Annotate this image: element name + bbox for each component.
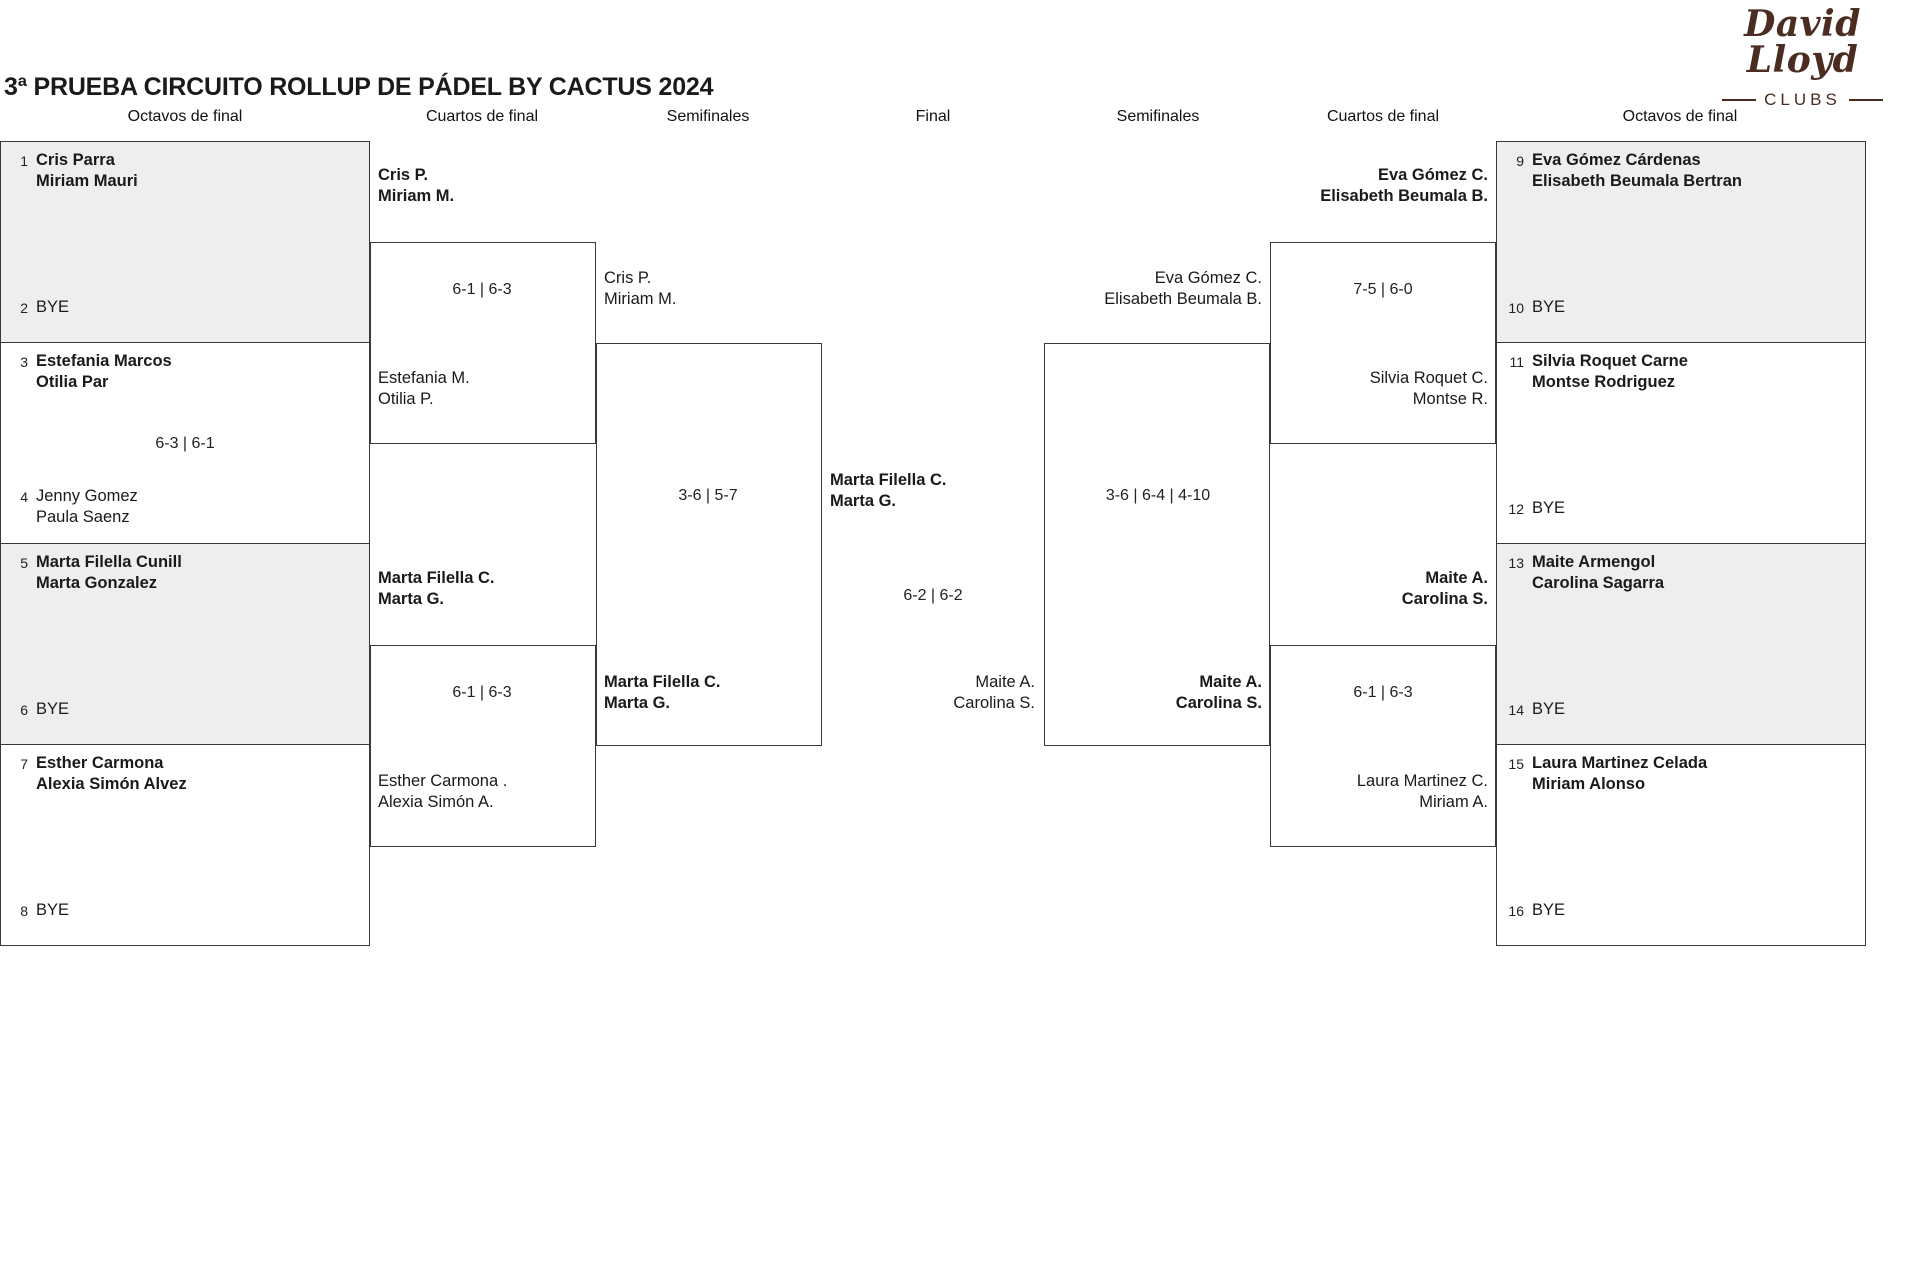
seed-number: 4	[20, 489, 28, 505]
r16-match-4-box[interactable]	[0, 744, 370, 946]
qf-team-2-left[interactable]: Estefania M. Otilia P.	[378, 369, 470, 409]
sf-score-right: 3-6 | 6-4 | 4-10	[1105, 487, 1211, 504]
qf-team-3-left[interactable]: Marta Filella C. Marta G.	[378, 569, 495, 609]
team-names: Maite Armengol Carolina Sagarra	[1532, 553, 1665, 593]
team-names: BYE	[1532, 700, 1566, 718]
team-names: BYE	[36, 901, 70, 919]
qf-team-1-right[interactable]: Eva Gómez C. Elisabeth Beumala B.	[1320, 166, 1488, 206]
seed-number: 12	[1508, 501, 1524, 517]
seed-number: 5	[20, 555, 28, 571]
r16-slot-seed-8[interactable]: 8 BYE	[8, 900, 69, 921]
r16-match-7-box[interactable]	[1496, 543, 1866, 745]
sf-team-1-left[interactable]: Cris P. Miriam M.	[604, 269, 677, 309]
sf-score-left: 3-6 | 5-7	[678, 487, 738, 504]
r16-slot-seed-12[interactable]: 12 BYE	[1504, 498, 1565, 519]
seed-number: 7	[20, 756, 28, 772]
round-header-octavos-right: Octavos de final	[1622, 108, 1738, 125]
r16-match-6-box[interactable]	[1496, 342, 1866, 544]
team-names: Laura Martinez Celada Miriam Alonso	[1532, 754, 1708, 794]
team-names: BYE	[1532, 298, 1566, 316]
team-names: Eva Gómez Cárdenas Elisabeth Beumala Ber…	[1532, 151, 1742, 191]
r16-slot-seed-5[interactable]: 5 Marta Filella Cunill Marta Gonzalez	[8, 552, 182, 594]
r16-slot-seed-10[interactable]: 10 BYE	[1504, 297, 1565, 318]
team-names: BYE	[1532, 499, 1566, 517]
team-names: BYE	[36, 700, 70, 718]
r16-slot-seed-1[interactable]: 1 Cris Parra Miriam Mauri	[8, 150, 138, 192]
seed-number: 3	[20, 354, 28, 370]
r16-slot-seed-2[interactable]: 2 BYE	[8, 297, 69, 318]
round-header-semifinales-left: Semifinales	[666, 108, 750, 125]
r16-slot-seed-13[interactable]: 13 Maite Armengol Carolina Sagarra	[1504, 552, 1664, 594]
qf-match-1-box-right[interactable]	[1270, 242, 1496, 444]
final-team-bottom[interactable]: Maite A. Carolina S.	[953, 673, 1035, 713]
team-names: Silvia Roquet Carne Montse Rodriguez	[1532, 352, 1688, 392]
r16-slot-seed-11[interactable]: 11 Silvia Roquet Carne Montse Rodriguez	[1504, 351, 1688, 393]
team-names: Estefania Marcos Otilia Par	[36, 352, 172, 392]
r16-slot-seed-16[interactable]: 16 BYE	[1504, 900, 1565, 921]
r16-slot-seed-14[interactable]: 14 BYE	[1504, 699, 1565, 720]
r16-match-3-box[interactable]	[0, 543, 370, 745]
qf-team-4-right[interactable]: Laura Martinez C. Miriam A.	[1356, 772, 1488, 812]
team-names: Marta Filella Cunill Marta Gonzalez	[36, 553, 182, 593]
final-score: 6-2 | 6-2	[903, 587, 963, 604]
seed-number: 9	[1516, 153, 1524, 169]
final-team-top[interactable]: Marta Filella C. Marta G.	[830, 471, 947, 511]
logo-clubs-row: CLUBS	[1695, 90, 1910, 110]
seed-number: 2	[20, 300, 28, 316]
round-header-final: Final	[915, 108, 951, 125]
team-names: Esther Carmona Alexia Simón Alvez	[36, 754, 187, 794]
qf-team-2-right[interactable]: Silvia Roquet C. Montse R.	[1369, 369, 1488, 409]
sf-match-box-right[interactable]	[1044, 343, 1270, 746]
r16-slot-seed-3[interactable]: 3 Estefania Marcos Otilia Par	[8, 351, 172, 393]
r16-match-8-box[interactable]	[1496, 744, 1866, 946]
seed-number: 15	[1508, 756, 1524, 772]
david-lloyd-logo: David Lloyd CLUBS	[1695, 3, 1910, 109]
qf-score-1-left: 6-1 | 6-3	[452, 281, 512, 298]
team-names: BYE	[1532, 901, 1566, 919]
qf-match-2-box-right[interactable]	[1270, 645, 1496, 847]
qf-match-1-box-left[interactable]	[370, 242, 596, 444]
seed-number: 6	[20, 702, 28, 718]
qf-score-2-right: 6-1 | 6-3	[1353, 684, 1413, 701]
logo-clubs-text: CLUBS	[1764, 90, 1841, 109]
seed-number: 10	[1508, 300, 1524, 316]
team-names: Jenny Gomez Paula Saenz	[36, 487, 138, 527]
logo-rule-right	[1848, 99, 1883, 101]
round-header-cuartos-right: Cuartos de final	[1326, 108, 1440, 125]
logo-wordmark: David Lloyd	[1744, 3, 1861, 81]
r16-match-5-box[interactable]	[1496, 141, 1866, 343]
qf-team-3-right[interactable]: Maite A. Carolina S.	[1401, 569, 1488, 609]
r16-score-match-2: 6-3 | 6-1	[155, 435, 215, 452]
r16-slot-seed-9[interactable]: 9 Eva Gómez Cárdenas Elisabeth Beumala B…	[1504, 150, 1742, 192]
qf-team-4-left[interactable]: Esther Carmona . Alexia Simón A.	[378, 772, 508, 812]
seed-number: 13	[1508, 555, 1524, 571]
r16-slot-seed-4[interactable]: 4 Jenny Gomez Paula Saenz	[8, 486, 138, 528]
r16-slot-seed-15[interactable]: 15 Laura Martinez Celada Miriam Alonso	[1504, 753, 1707, 795]
round-header-octavos-left: Octavos de final	[127, 108, 243, 125]
title-line-1: 3ª PRUEBA CIRCUITO ROLLUP DE PÁDEL BY CA…	[4, 73, 714, 101]
seed-number: 1	[20, 153, 28, 169]
team-names: Cris Parra Miriam Mauri	[36, 151, 138, 191]
logo-rule-left	[1722, 99, 1757, 101]
r16-match-1-box[interactable]	[0, 141, 370, 343]
r16-slot-seed-7[interactable]: 7 Esther Carmona Alexia Simón Alvez	[8, 753, 187, 795]
round-header-cuartos-left: Cuartos de final	[425, 108, 539, 125]
sf-match-box-left[interactable]	[596, 343, 822, 746]
qf-team-1-left[interactable]: Cris P. Miriam M.	[378, 166, 455, 206]
r16-match-2-box[interactable]	[0, 342, 370, 544]
sf-team-2-right[interactable]: Maite A. Carolina S.	[1175, 673, 1262, 713]
qf-match-2-box-left[interactable]	[370, 645, 596, 847]
seed-number: 14	[1508, 702, 1524, 718]
seed-number: 16	[1508, 903, 1524, 919]
sf-team-2-left[interactable]: Marta Filella C. Marta G.	[604, 673, 721, 713]
team-names: BYE	[36, 298, 70, 316]
sf-team-1-right[interactable]: Eva Gómez C. Elisabeth Beumala B.	[1104, 269, 1262, 309]
seed-number: 8	[20, 903, 28, 919]
seed-number: 11	[1509, 354, 1524, 370]
qf-score-2-left: 6-1 | 6-3	[452, 684, 512, 701]
r16-slot-seed-6[interactable]: 6 BYE	[8, 699, 69, 720]
round-header-semifinales-right: Semifinales	[1116, 108, 1200, 125]
qf-score-1-right: 7-5 | 6-0	[1353, 281, 1413, 298]
